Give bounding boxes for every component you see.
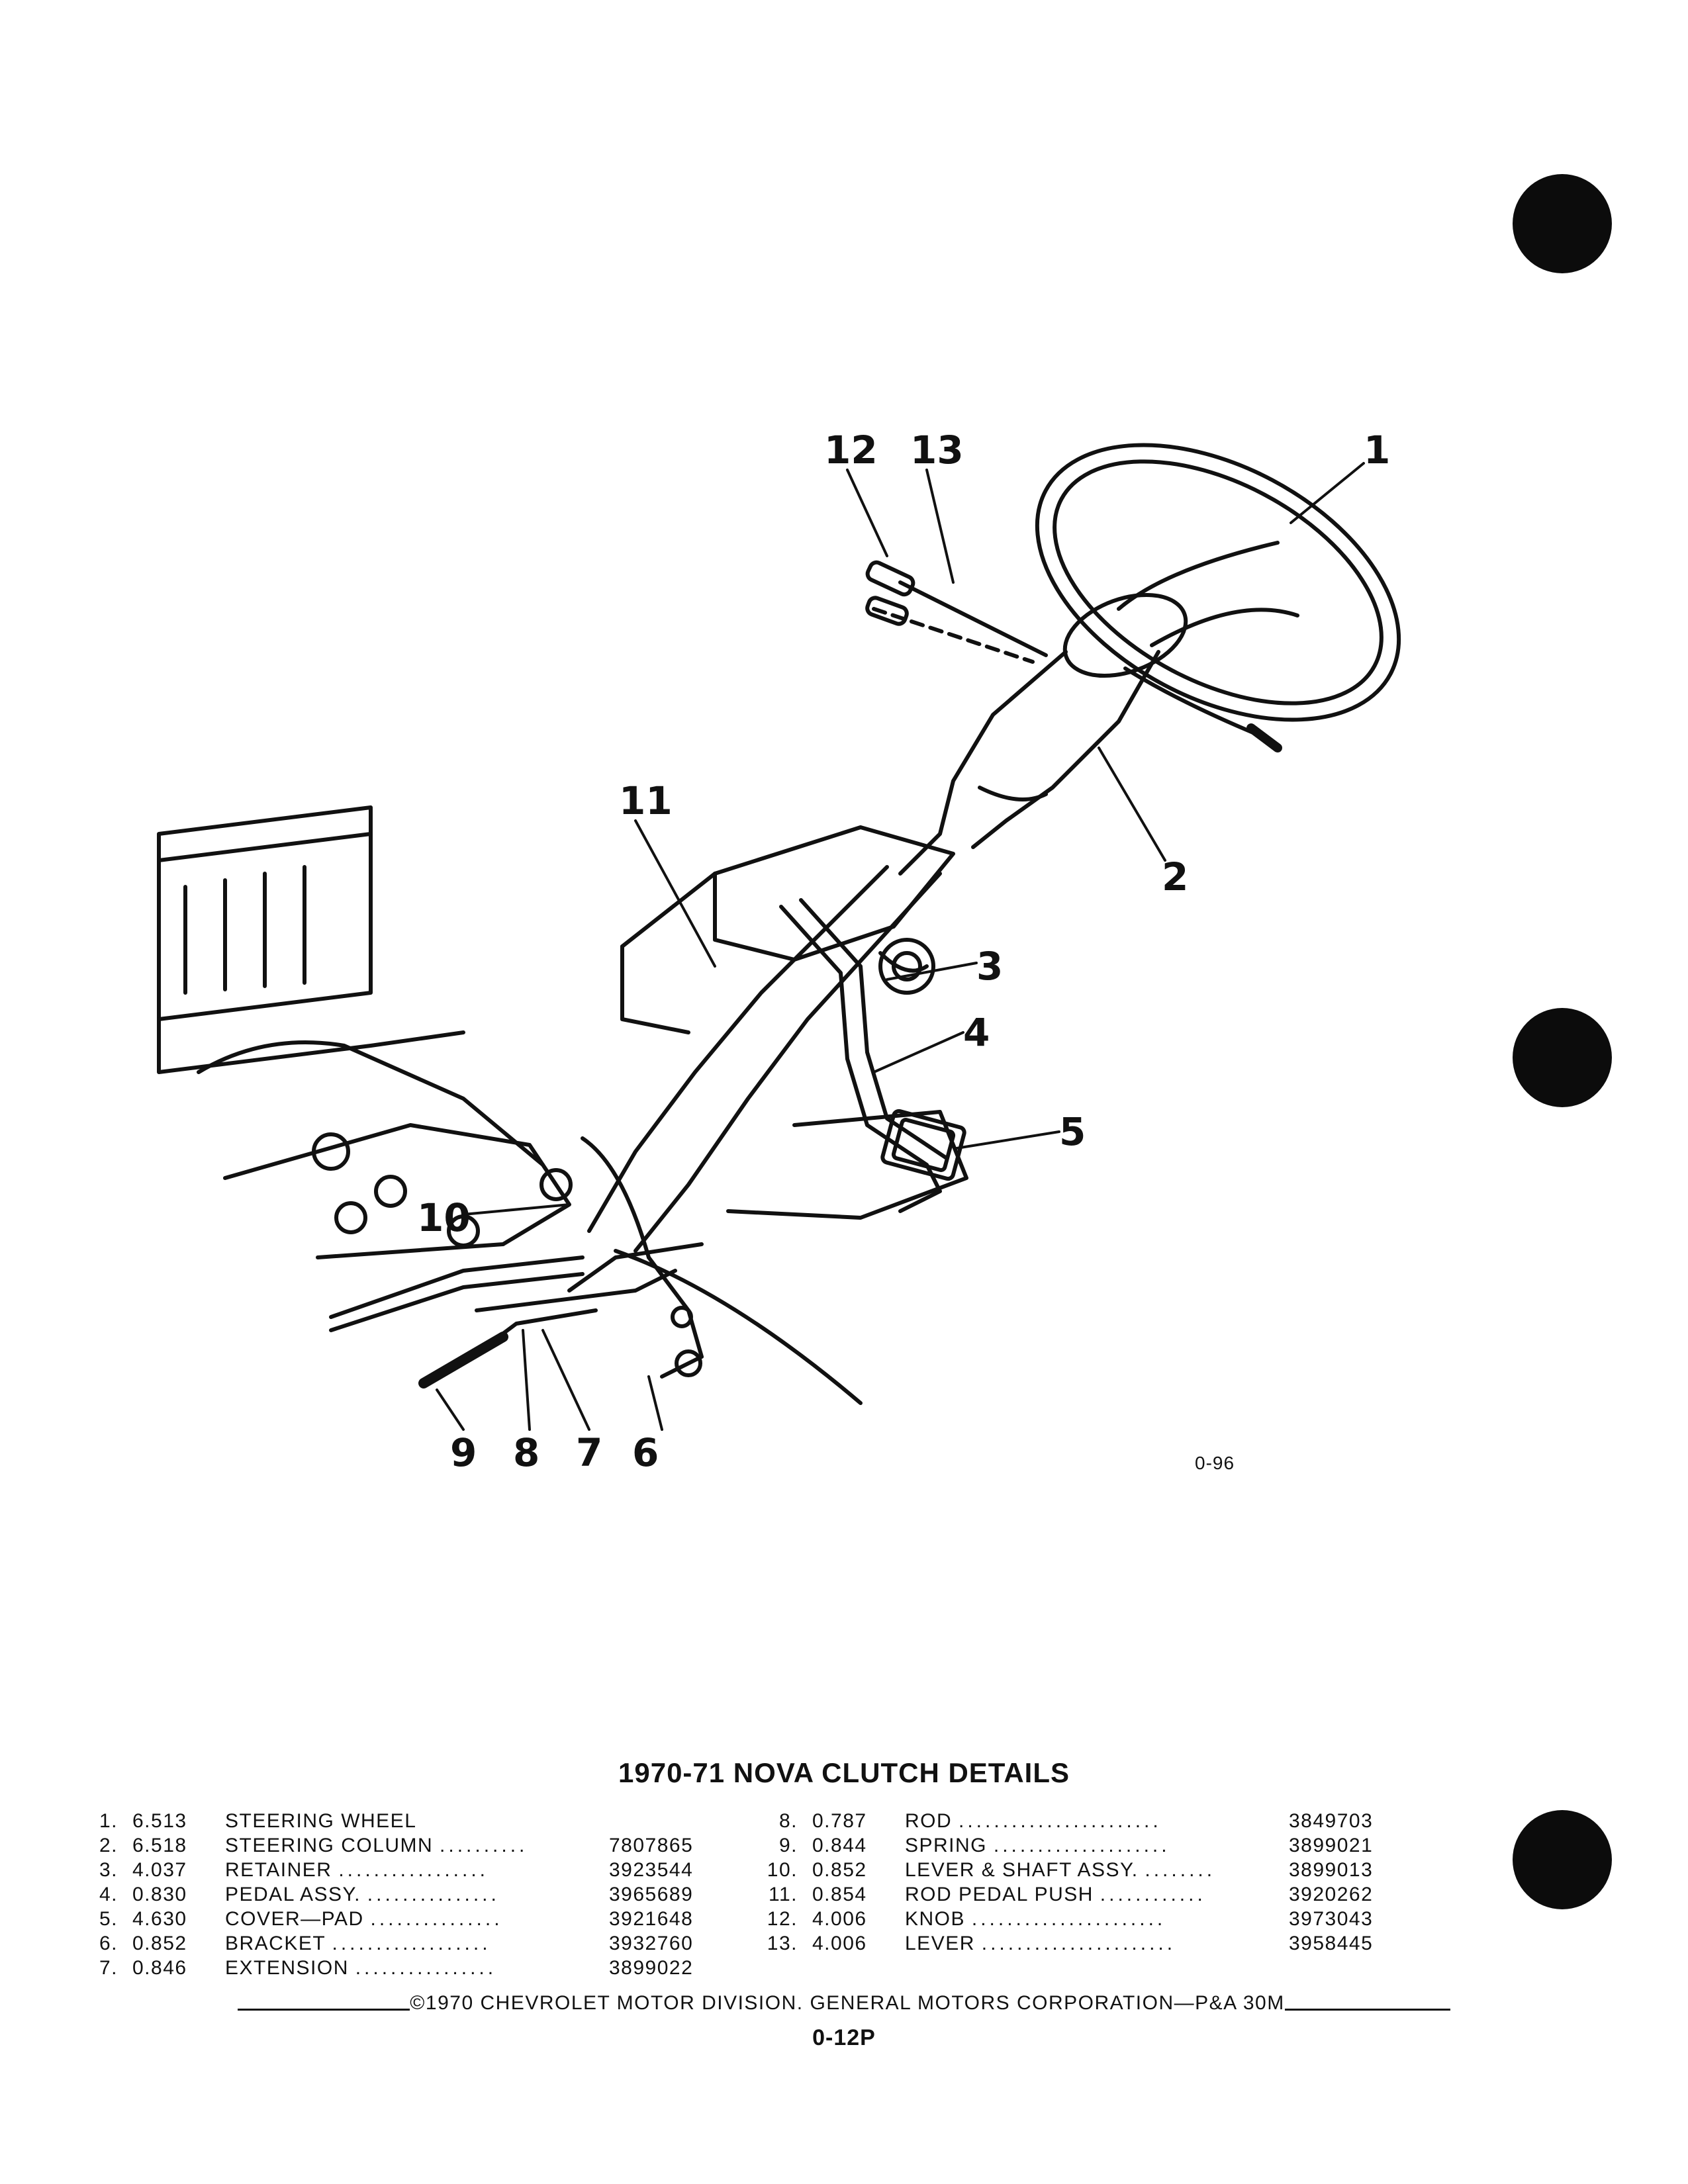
copyright-text: ©1970 CHEVROLET MOTOR DIVISION. GENERAL … <box>410 1992 1285 2014</box>
footer-rule-left <box>238 2009 410 2011</box>
item-name: RETAINER ................. <box>225 1859 489 1881</box>
list-item: 12. 4.006 KNOB ...................... 39… <box>758 1908 1395 1933</box>
parts-list-right: 8. 0.787 ROD ....................... 384… <box>758 1810 1395 1957</box>
callout-13: 13 <box>910 428 964 473</box>
list-item: 2. 6.518 STEERING COLUMN .......... 7807… <box>78 1835 715 1859</box>
item-part-number: 3849703 <box>1289 1810 1374 1832</box>
item-part-number: 3920262 <box>1289 1884 1374 1905</box>
item-number: 2. <box>99 1835 118 1856</box>
item-part-number: 3923544 <box>609 1859 694 1881</box>
list-item: 11. 0.854 ROD PEDAL PUSH ............ 39… <box>758 1884 1395 1908</box>
item-name: EXTENSION ................ <box>225 1957 497 1979</box>
item-code: 0.852 <box>812 1859 867 1881</box>
item-name: SPRING .................... <box>905 1835 1170 1856</box>
item-part-number: 3899022 <box>609 1957 694 1979</box>
callout-2: 2 <box>1162 854 1188 899</box>
item-code: 0.787 <box>812 1810 867 1832</box>
page-number: 0-12P <box>812 2025 876 2050</box>
binder-hole-top <box>1513 174 1612 273</box>
item-part-number: 3932760 <box>609 1933 694 1954</box>
binder-hole-bottom <box>1513 1810 1612 1909</box>
item-number: 8. <box>778 1810 798 1832</box>
item-code: 0.852 <box>132 1933 187 1954</box>
callout-12: 12 <box>824 428 878 473</box>
item-part-number: 3921648 <box>609 1908 694 1930</box>
list-item: 10. 0.852 LEVER & SHAFT ASSY. ........ 3… <box>758 1859 1395 1884</box>
item-part-number: 3899021 <box>1289 1835 1374 1856</box>
item-code: 4.006 <box>812 1908 867 1930</box>
item-number: 5. <box>99 1908 118 1930</box>
item-part-number: 7807865 <box>609 1835 694 1856</box>
item-name: LEVER & SHAFT ASSY. ........ <box>905 1859 1216 1881</box>
item-number: 13. <box>767 1933 798 1954</box>
item-name: ROD ....................... <box>905 1810 1162 1832</box>
item-code: 4.630 <box>132 1908 187 1930</box>
callout-9: 9 <box>450 1430 477 1475</box>
binder-hole-middle <box>1513 1008 1612 1107</box>
callout-6: 6 <box>632 1430 659 1475</box>
item-number: 1. <box>99 1810 118 1832</box>
item-number: 10. <box>767 1859 798 1881</box>
item-name: STEERING COLUMN .......... <box>225 1835 528 1856</box>
callout-10: 10 <box>417 1195 471 1240</box>
item-name: COVER—PAD ............... <box>225 1908 503 1930</box>
item-number: 12. <box>767 1908 798 1930</box>
callout-1: 1 <box>1364 428 1390 473</box>
item-code: 0.846 <box>132 1957 187 1979</box>
item-part-number: 3899013 <box>1289 1859 1374 1881</box>
list-item: 3. 4.037 RETAINER ................. 3923… <box>78 1859 715 1884</box>
callout-8: 8 <box>513 1430 539 1475</box>
item-name: BRACKET .................. <box>225 1933 491 1954</box>
item-number: 11. <box>769 1884 798 1905</box>
list-item: 6. 0.852 BRACKET .................. 3932… <box>78 1933 715 1957</box>
item-code: 0.830 <box>132 1884 187 1905</box>
item-code: 6.513 <box>132 1810 187 1832</box>
item-code: 4.006 <box>812 1933 867 1954</box>
list-item: 1. 6.513 STEERING WHEEL <box>78 1810 715 1835</box>
callout-11: 11 <box>619 778 673 823</box>
list-item: 7. 0.846 EXTENSION ................ 3899… <box>78 1957 715 1981</box>
figure-code: 0-96 <box>1195 1453 1235 1473</box>
item-number: 9. <box>778 1835 798 1856</box>
item-part-number: 3965689 <box>609 1884 694 1905</box>
copyright-footer: ©1970 CHEVROLET MOTOR DIVISION. GENERAL … <box>0 1992 1688 2015</box>
clutch-assembly-illustration: 1 2 3 4 5 6 7 8 9 10 11 12 13 <box>157 428 1401 1475</box>
footer-rule-right <box>1284 2009 1450 2011</box>
parts-list-left: 1. 6.513 STEERING WHEEL 2. 6.518 STEERIN… <box>78 1810 715 1981</box>
list-item: 5. 4.630 COVER—PAD ............... 39216… <box>78 1908 715 1933</box>
item-code: 4.037 <box>132 1859 187 1881</box>
list-item: 8. 0.787 ROD ....................... 384… <box>758 1810 1395 1835</box>
list-item: 13. 4.006 LEVER ...................... 3… <box>758 1933 1395 1957</box>
item-number: 7. <box>99 1957 118 1979</box>
item-name: ROD PEDAL PUSH ............ <box>905 1884 1206 1905</box>
item-part-number: 3958445 <box>1289 1933 1374 1954</box>
callout-7: 7 <box>576 1430 602 1475</box>
item-number: 6. <box>99 1933 118 1954</box>
item-number: 3. <box>99 1859 118 1881</box>
list-item: 4. 0.830 PEDAL ASSY. ............... 396… <box>78 1884 715 1908</box>
item-name: STEERING WHEEL <box>225 1810 417 1832</box>
callout-5: 5 <box>1059 1109 1086 1154</box>
item-part-number: 3973043 <box>1289 1908 1374 1930</box>
item-number: 4. <box>99 1884 118 1905</box>
callout-3: 3 <box>976 944 1003 989</box>
item-code: 0.854 <box>812 1884 867 1905</box>
callout-labels: 1 2 3 4 5 6 7 8 9 10 11 12 13 <box>417 428 1390 1475</box>
item-name: PEDAL ASSY. ............... <box>225 1884 500 1905</box>
list-item: 9. 0.844 SPRING .................... 389… <box>758 1835 1395 1859</box>
item-code: 0.844 <box>812 1835 867 1856</box>
page-title: 1970-71 NOVA CLUTCH DETAILS <box>618 1757 1070 1788</box>
item-code: 6.518 <box>132 1835 187 1856</box>
item-name: KNOB ...................... <box>905 1908 1166 1930</box>
item-name: LEVER ...................... <box>905 1933 1176 1954</box>
callout-4: 4 <box>963 1010 990 1055</box>
